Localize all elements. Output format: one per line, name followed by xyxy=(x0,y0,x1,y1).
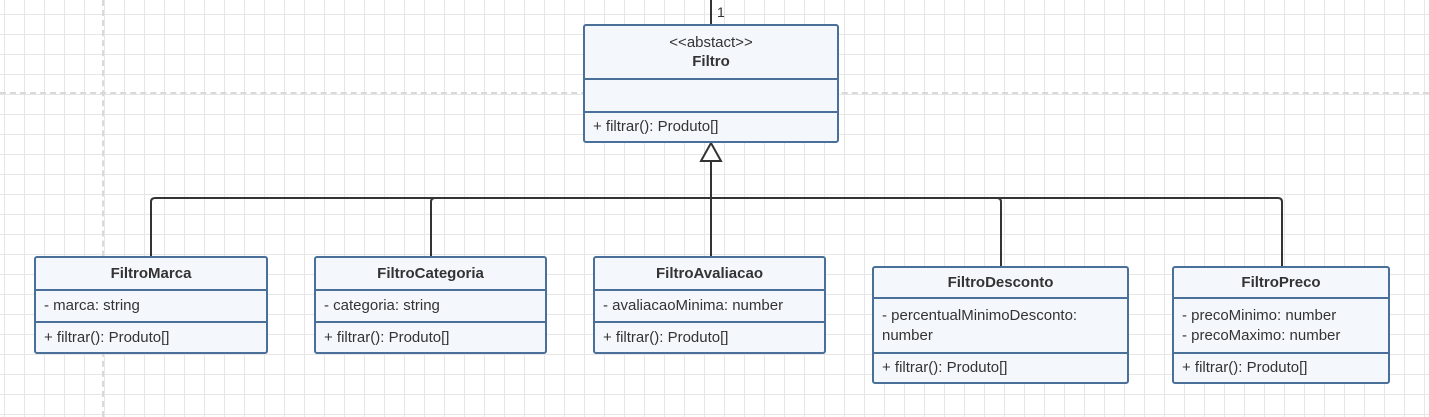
class-attributes xyxy=(585,78,837,111)
multiplicity-label: 1 xyxy=(717,4,725,20)
class-filtro-categoria[interactable]: FiltroCategoria - categoria: string + fi… xyxy=(314,256,547,354)
generalization-branch-categoria[interactable] xyxy=(430,197,711,256)
generalization-branch-marca[interactable] xyxy=(150,197,711,256)
class-filtro-avaliacao[interactable]: FiltroAvaliacao - avaliacaoMinima: numbe… xyxy=(593,256,826,354)
class-filtro[interactable]: <<abstact>> Filtro + filtrar(): Produto[… xyxy=(583,24,839,143)
attribute: - percentualMinimoDesconto: xyxy=(882,306,1078,324)
class-attributes: - precoMinimo: number - precoMaximo: num… xyxy=(1174,297,1388,352)
class-name: Filtro xyxy=(692,53,730,70)
generalization-arrowhead xyxy=(699,140,723,162)
class-filtro-preco[interactable]: FiltroPreco - precoMinimo: number - prec… xyxy=(1172,266,1390,384)
class-attributes: - categoria: string xyxy=(316,289,545,321)
class-name: FiltroPreco xyxy=(1241,274,1321,291)
class-name: FiltroAvaliacao xyxy=(656,265,763,282)
attribute: - precoMinimo: number xyxy=(1182,306,1337,324)
class-attributes: - percentualMinimoDesconto: number xyxy=(874,297,1127,352)
attribute: - marca: string xyxy=(44,297,140,314)
operation: + filtrar(): Produto[] xyxy=(603,328,729,346)
vertical-guide-line xyxy=(102,0,104,417)
attribute: - precoMaximo: number xyxy=(1182,326,1341,344)
attribute: - categoria: string xyxy=(324,297,440,314)
operation: + filtrar(): Produto[] xyxy=(44,328,170,346)
class-operations: + filtrar(): Produto[] xyxy=(1174,352,1388,382)
class-filtro-desconto[interactable]: FiltroDesconto - percentualMinimoDescont… xyxy=(872,266,1129,384)
class-filtro-marca[interactable]: FiltroMarca - marca: string + filtrar():… xyxy=(34,256,268,354)
class-operations: + filtrar(): Produto[] xyxy=(36,321,266,352)
class-operations: + filtrar(): Produto[] xyxy=(316,321,545,352)
class-attributes: - avaliacaoMinima: number xyxy=(595,289,824,321)
class-operations: + filtrar(): Produto[] xyxy=(595,321,824,352)
operation: + filtrar(): Produto[] xyxy=(593,118,719,135)
class-stereotype: <<abstact>> xyxy=(669,34,753,51)
class-operations: + filtrar(): Produto[] xyxy=(874,352,1127,382)
class-header: <<abstact>> Filtro xyxy=(585,26,837,78)
generalization-branch-preco[interactable] xyxy=(711,197,1283,266)
class-attributes: - marca: string xyxy=(36,289,266,321)
class-name: FiltroCategoria xyxy=(377,265,484,282)
operation: + filtrar(): Produto[] xyxy=(324,328,450,346)
class-name: FiltroMarca xyxy=(110,265,192,282)
class-name: FiltroDesconto xyxy=(947,274,1054,291)
attribute-continued: number xyxy=(882,326,933,344)
operation: + filtrar(): Produto[] xyxy=(882,359,1008,376)
operation: + filtrar(): Produto[] xyxy=(1182,359,1308,376)
class-operations: + filtrar(): Produto[] xyxy=(585,111,837,141)
attribute: - avaliacaoMinima: number xyxy=(603,297,784,314)
